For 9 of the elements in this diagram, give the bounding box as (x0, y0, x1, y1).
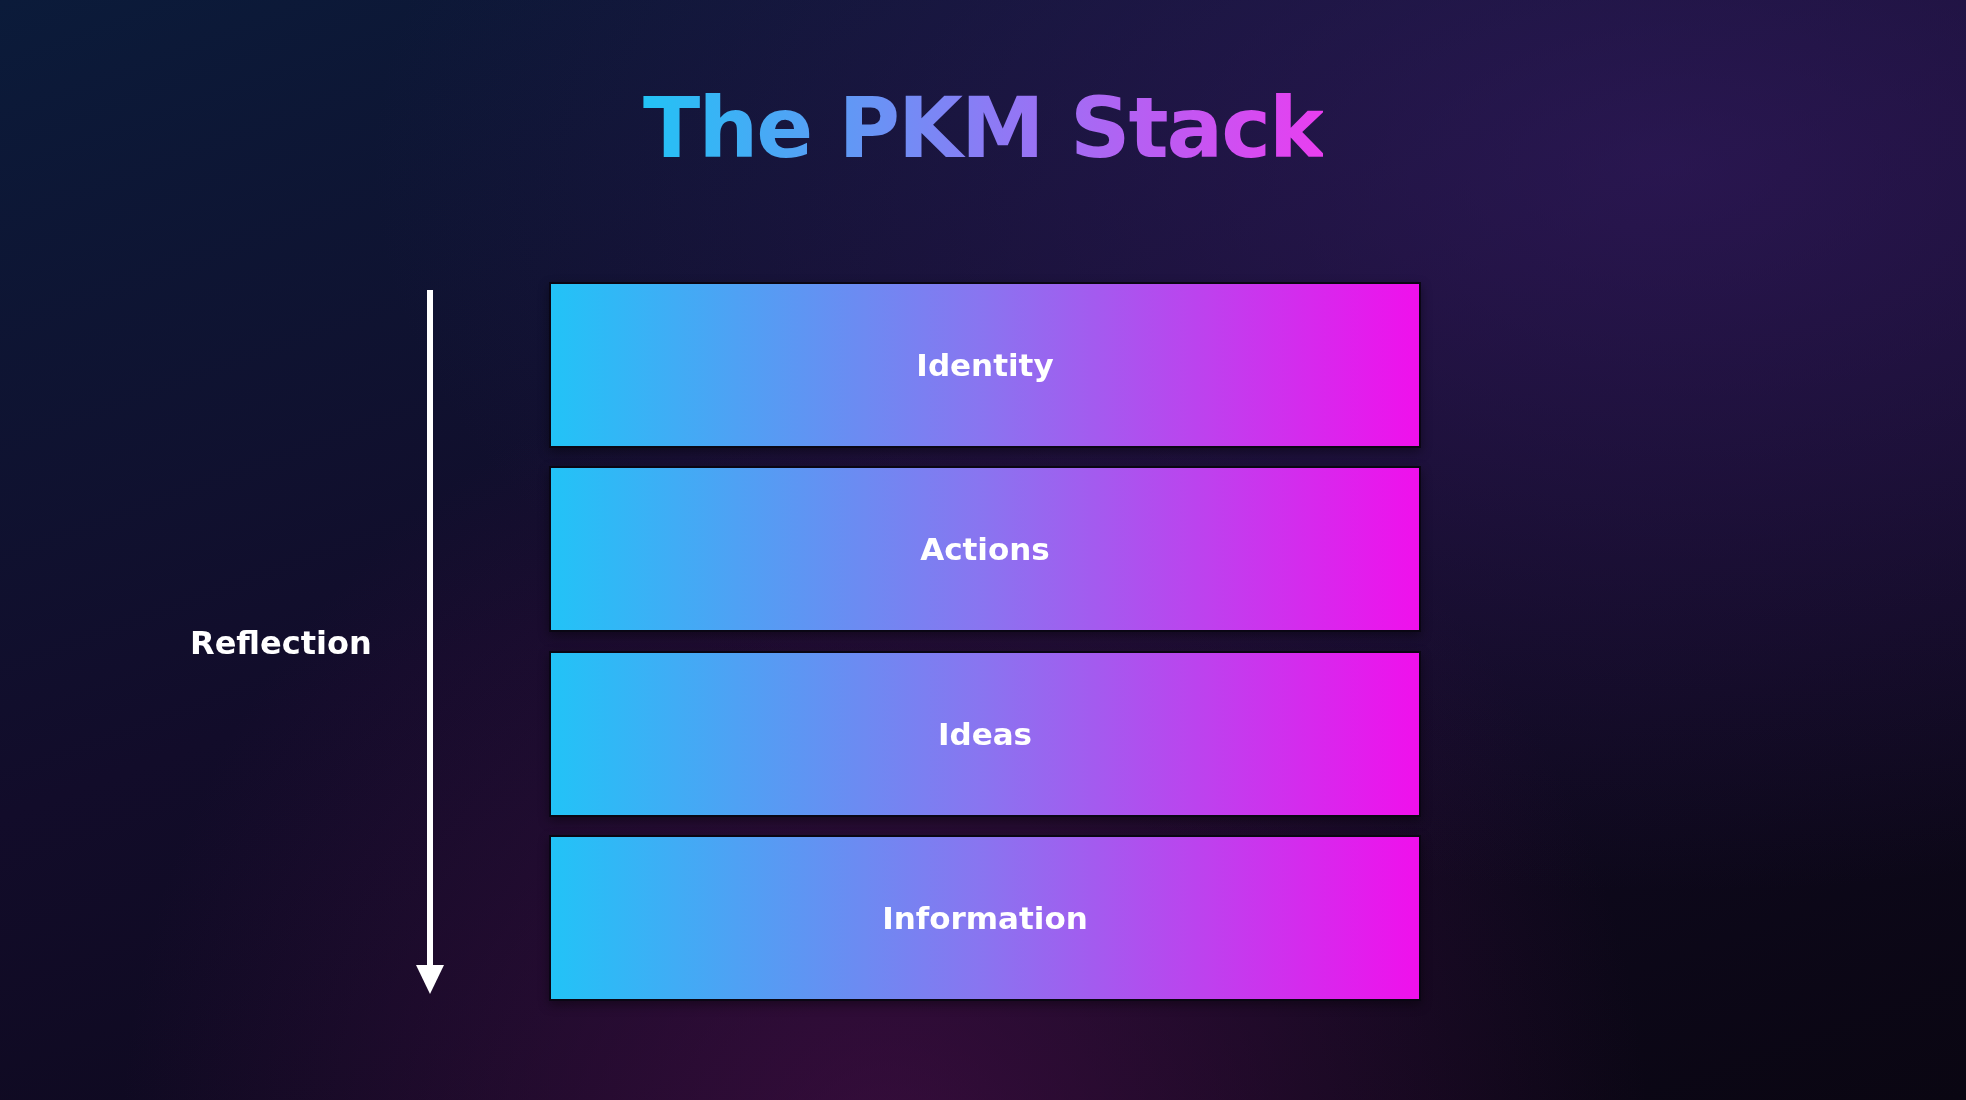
layer-box (549, 835, 1421, 1001)
layer-box (549, 466, 1421, 632)
layer-label: Actions (920, 531, 1050, 567)
layer-box (549, 282, 1421, 448)
layer-label: Information (882, 900, 1088, 936)
axis-label: Reflection (190, 624, 372, 662)
layer-label: Ideas (937, 716, 1033, 752)
layer-label: Identity (916, 347, 1054, 383)
layer-box (549, 651, 1421, 817)
